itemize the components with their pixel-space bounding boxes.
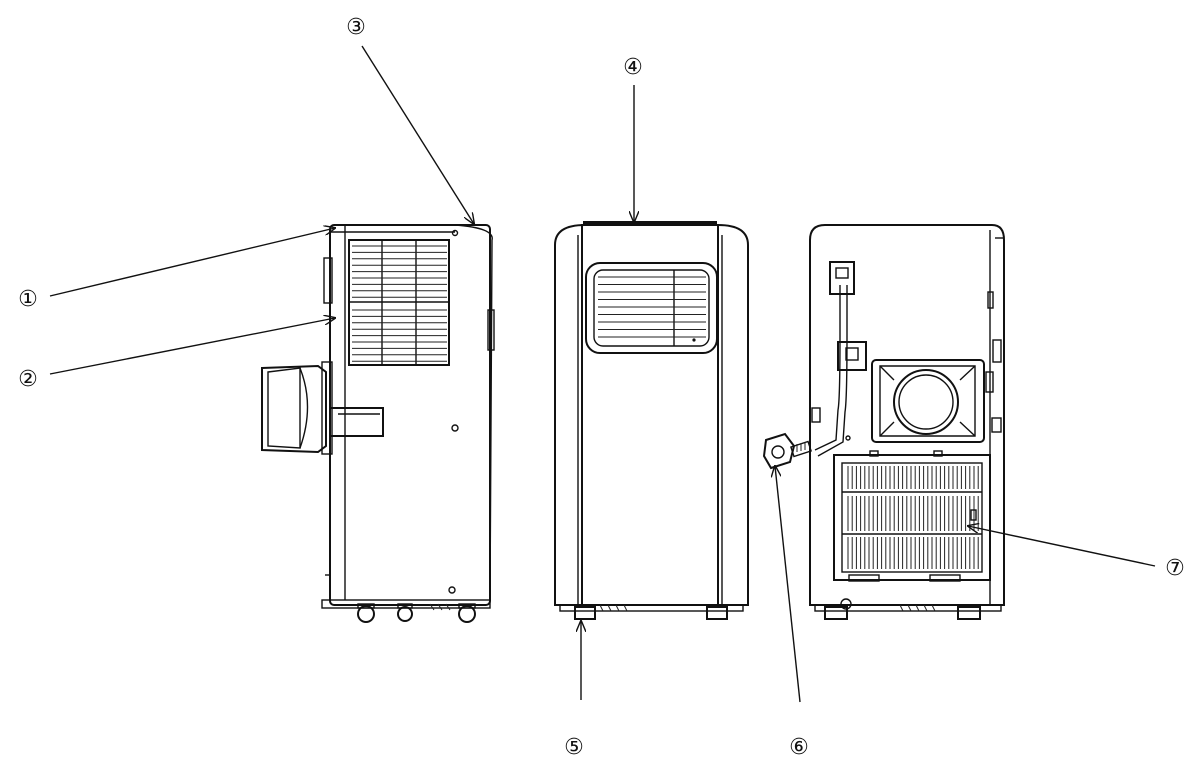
front-casters	[574, 606, 728, 620]
power-plug	[762, 432, 812, 470]
side-air-intake-grille	[348, 239, 450, 366]
callout-7-label: ⑦	[1165, 556, 1185, 581]
front-view	[554, 221, 749, 620]
callout-3-leader	[361, 45, 474, 224]
callout-7-leader	[968, 526, 1156, 567]
callout-1-label: ①	[18, 287, 38, 312]
rear-view	[762, 224, 1005, 620]
callout-5-label: ⑤	[564, 735, 584, 760]
exhaust-hose-adapter	[261, 361, 333, 455]
side-wheels	[357, 603, 476, 623]
callout-2-leader	[49, 318, 335, 375]
callout-6-leader	[775, 466, 801, 703]
callout-2-label: ②	[18, 367, 38, 392]
front-air-outlet-louver	[585, 262, 718, 354]
callout-6-label: ⑥	[789, 735, 809, 760]
rear-air-filter	[833, 450, 991, 582]
callout-3-label: ③	[346, 15, 366, 40]
callout-leader-lines	[49, 45, 1156, 703]
rear-exhaust-outlet	[871, 359, 985, 443]
callout-1-leader	[49, 228, 335, 297]
callout-4-label: ④	[623, 55, 643, 80]
power-cord-outlet	[814, 261, 855, 457]
callout-labels: ① ② ③ ④ ⑤ ⑥ ⑦	[18, 15, 1185, 760]
side-view	[261, 224, 495, 623]
